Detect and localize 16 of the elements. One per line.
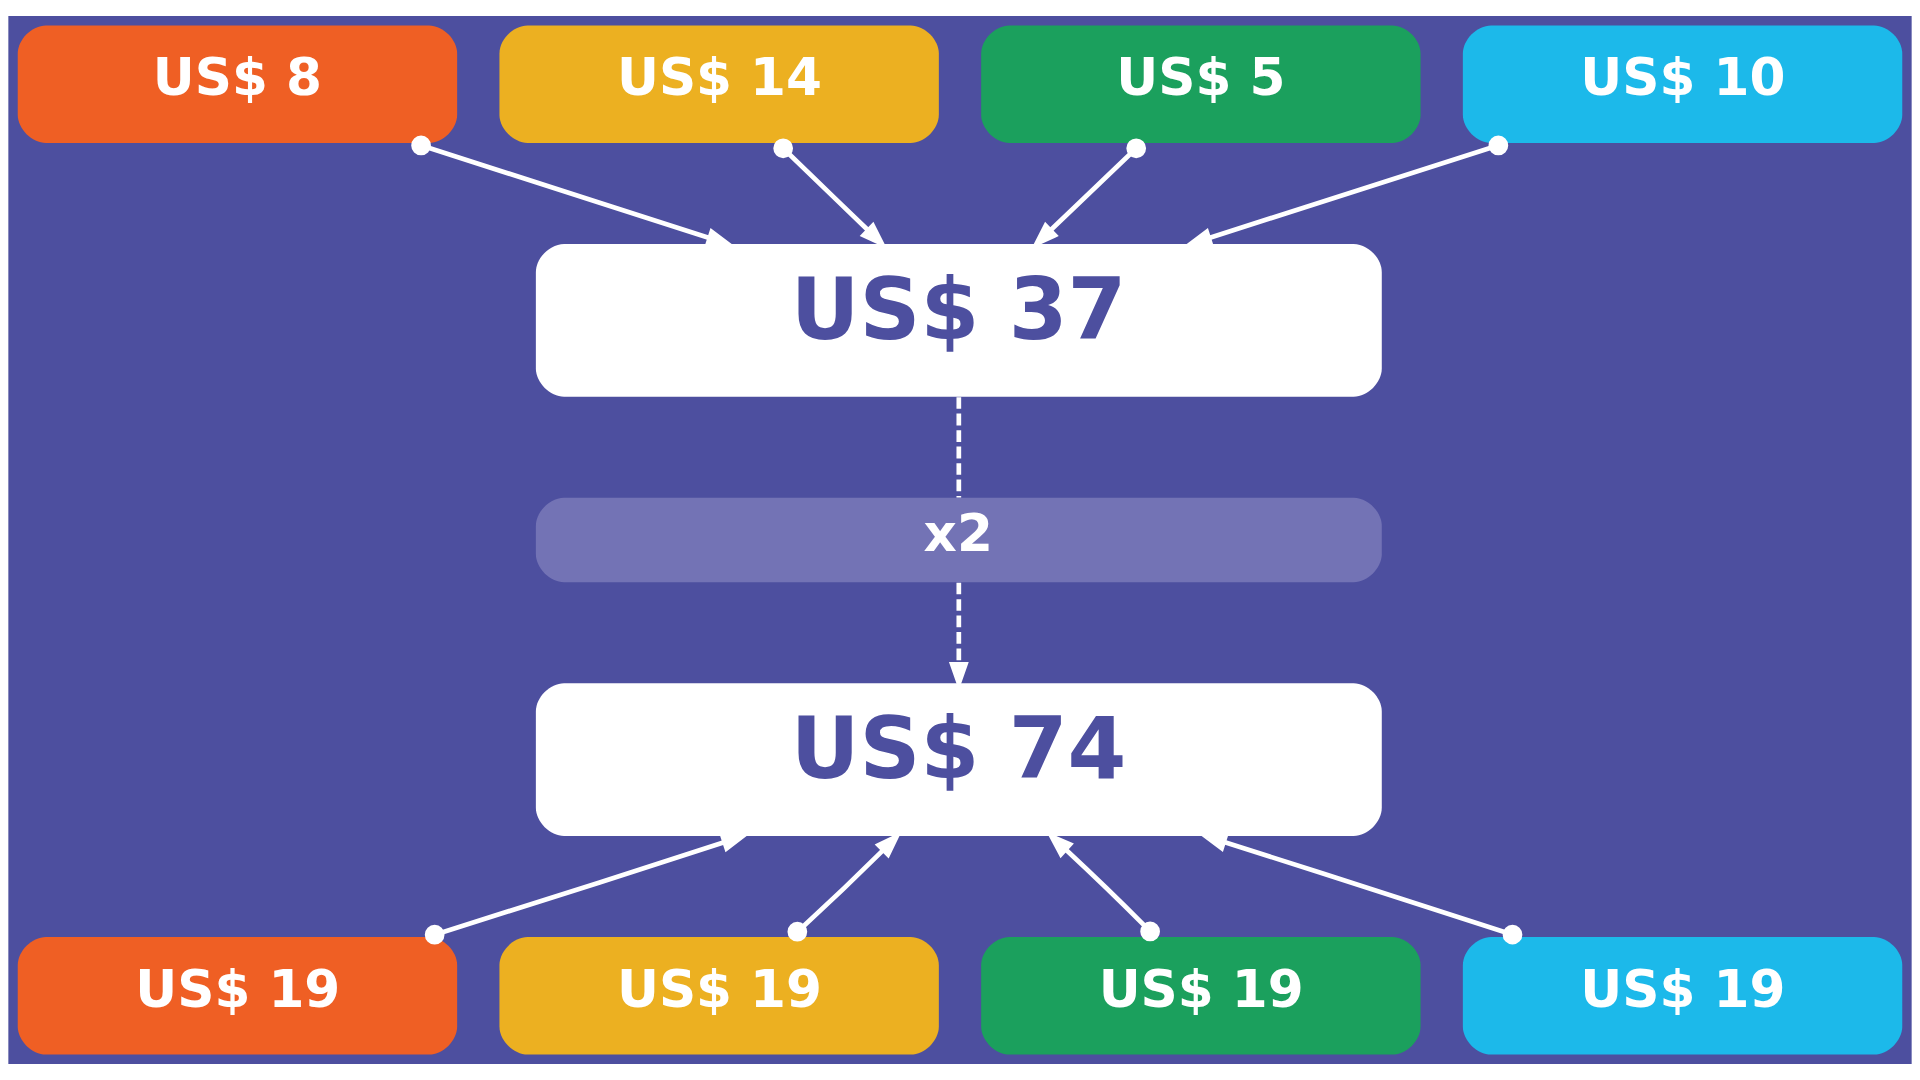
arrow: [411, 135, 735, 247]
connector: [956, 397, 962, 498]
arrow: [1184, 135, 1509, 247]
node-box: US$ 10: [1462, 25, 1903, 143]
node-box: US$ 19: [17, 937, 458, 1055]
node-box: US$ 14: [499, 25, 939, 143]
node-box: US$ 5: [981, 25, 1421, 143]
node-box: US$ 37: [535, 243, 1382, 397]
node-box: x2: [535, 497, 1382, 583]
arrow: [424, 833, 750, 945]
node-box: US$ 19: [499, 937, 939, 1055]
node-box: US$ 74: [535, 683, 1382, 837]
node-box: US$ 19: [1462, 937, 1903, 1055]
arrow: [1198, 833, 1523, 945]
node-box: US$ 19: [981, 937, 1421, 1055]
node-box: US$ 8: [17, 25, 458, 143]
